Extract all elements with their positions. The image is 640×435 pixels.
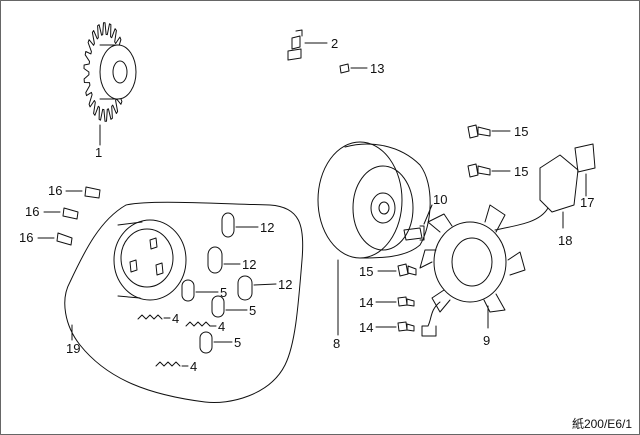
flywheel-part-8 (317, 141, 431, 336)
stator-part-9 (419, 143, 596, 337)
callout-5-bottom: 5 (234, 335, 242, 350)
rotor-assembly-19 (64, 201, 304, 404)
screws-part-14 (375, 296, 415, 332)
drawing-reference-code: 紙200/E6/1 (571, 417, 632, 431)
callout-12-right: 12 (278, 277, 293, 292)
callout-10: 10 (433, 192, 448, 207)
callout-12-top: 12 (260, 220, 275, 235)
bolts-part-15 (377, 124, 511, 277)
callout-14-top: 14 (359, 295, 374, 310)
callout-4-bottom: 4 (190, 359, 198, 374)
callout-17: 17 (580, 195, 595, 210)
bolts-part-16 (37, 186, 101, 246)
screw-part-10 (403, 204, 433, 241)
callout-5-top: 5 (220, 285, 228, 300)
callout-14-bottom: 14 (359, 320, 374, 335)
callout-16-bottom: 16 (19, 230, 34, 245)
callout-16-middle: 16 (25, 204, 40, 219)
callout-1: 1 (95, 145, 103, 160)
callout-2: 2 (331, 36, 339, 51)
callout-5-middle: 5 (249, 303, 257, 318)
callout-15-middle: 15 (514, 164, 529, 179)
callout-12-middle: 12 (242, 257, 257, 272)
callout-15-bottom: 15 (359, 264, 374, 279)
callout-18: 18 (558, 233, 573, 248)
callout-19: 19 (66, 341, 81, 356)
callout-15-top: 15 (514, 124, 529, 139)
callout-4-middle: 4 (218, 319, 226, 334)
callout-9: 9 (483, 333, 491, 348)
callout-16-top: 16 (48, 183, 63, 198)
callout-4-left: 4 (172, 311, 180, 326)
callout-13: 13 (370, 61, 385, 76)
screw-part-13 (339, 63, 368, 74)
gear-part-1 (83, 22, 137, 146)
clip-part-2 (287, 29, 328, 61)
callout-8: 8 (333, 336, 341, 351)
